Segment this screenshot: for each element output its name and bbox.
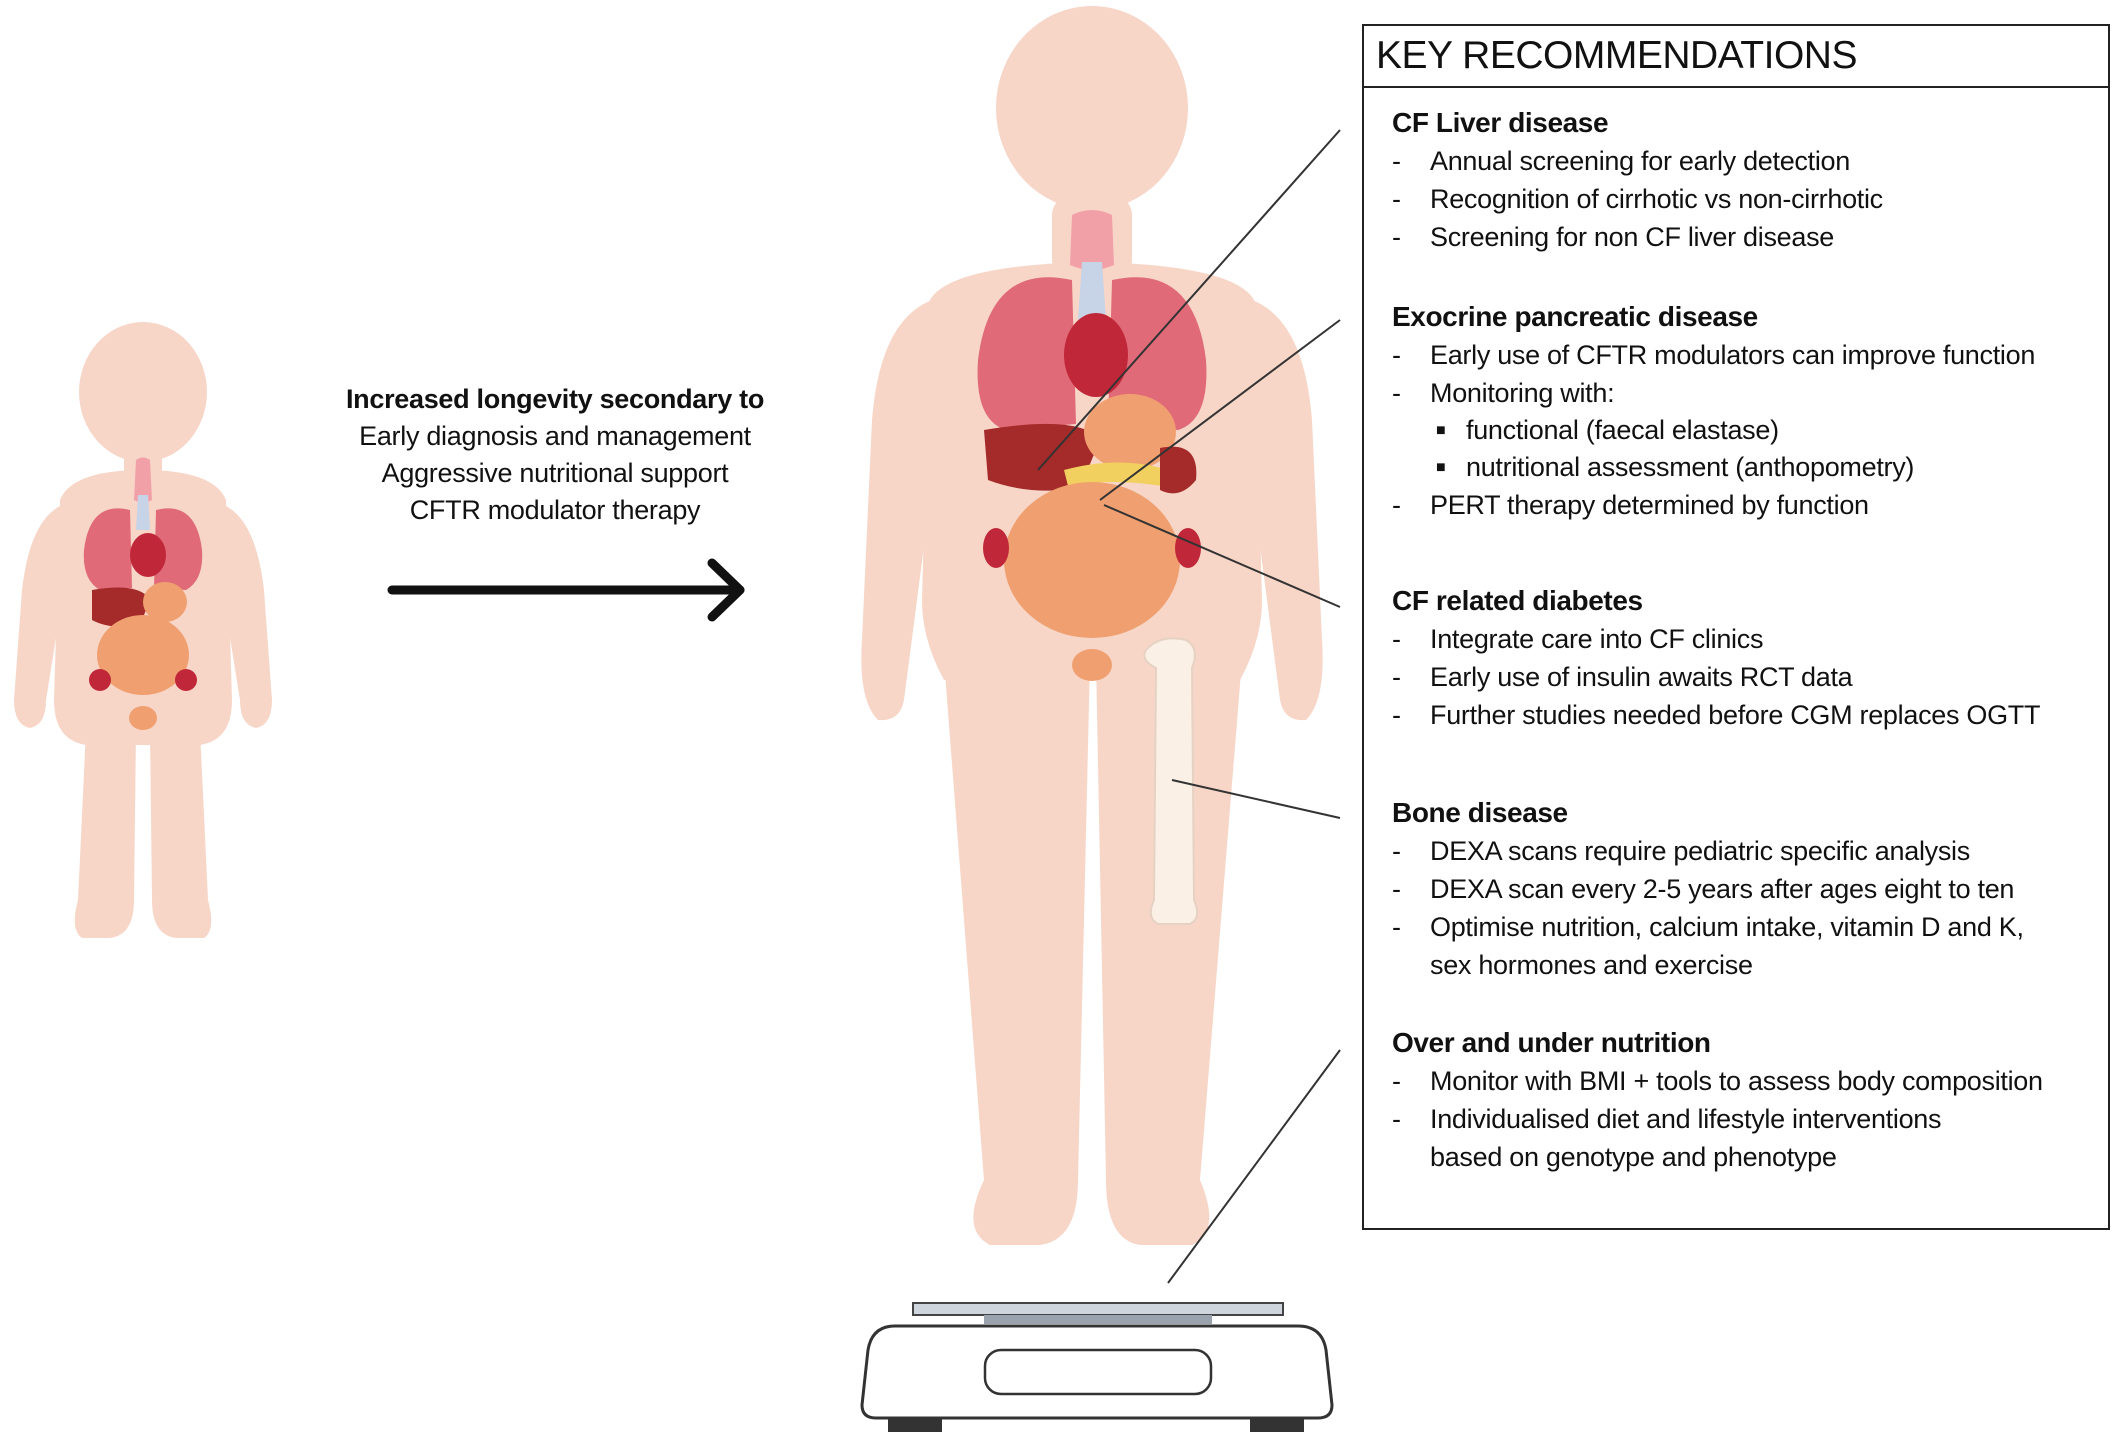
recommendation-item: -Optimise nutrition, calcium intake, vit… xyxy=(1392,912,2024,942)
recommendation-item: -Monitor with BMI + tools to assess body… xyxy=(1392,1066,2043,1096)
child-trachea xyxy=(136,495,150,530)
callout-diabetes xyxy=(1103,504,1341,608)
recommendation-item: -Further studies needed before CGM repla… xyxy=(1392,700,2041,730)
recommendation-item: -DEXA scans require pediatric specific a… xyxy=(1392,836,1970,866)
key-recommendations-box: KEY RECOMMENDATIONS CF Liver disease -An… xyxy=(1362,24,2110,1230)
recommendation-item: -Early use of insulin awaits RCT data xyxy=(1392,662,1853,692)
recommendation-subitem: ■functional (faecal elastase) xyxy=(1436,415,1779,445)
section-cf-related-diabetes: CF related diabetes -Integrate care into… xyxy=(1392,582,2107,734)
recommendation-item-continuation: based on genotype and phenotype xyxy=(1430,1142,1837,1172)
child-lung-left xyxy=(83,508,132,590)
section-over-and-under-nutrition: Over and under nutrition -Monitor with B… xyxy=(1392,1024,2107,1176)
child-intestines xyxy=(97,615,189,695)
adult-bladder xyxy=(1072,649,1112,681)
recommendation-item: -Individualised diet and lifestyle inter… xyxy=(1392,1104,1942,1134)
child-lung-right xyxy=(154,508,203,590)
recommendation-item-continuation: sex hormones and exercise xyxy=(1430,950,1753,980)
recommendation-item: -PERT therapy determined by function xyxy=(1392,490,1869,520)
section-cf-liver-disease: CF Liver disease -Annual screening for e… xyxy=(1392,104,2107,256)
callout-liver xyxy=(1037,129,1341,471)
section-exocrine-pancreatic-disease: Exocrine pancreatic disease -Early use o… xyxy=(1392,298,2107,524)
section-title: Over and under nutrition xyxy=(1392,1027,1711,1058)
adult-organs xyxy=(977,210,1207,925)
child-stomach xyxy=(143,582,187,622)
child-kidney-left xyxy=(89,669,111,691)
adult-lung-right xyxy=(1108,277,1207,430)
section-title: Bone disease xyxy=(1392,797,1568,828)
adult-femur xyxy=(1143,637,1199,925)
callout-bone xyxy=(1171,779,1341,819)
scale-plate-base xyxy=(984,1315,1212,1324)
longevity-line: CFTR modulator therapy xyxy=(409,495,701,525)
recommendation-subitem: ■nutritional assessment (anthopometry) xyxy=(1436,452,1915,482)
scale-top-plate xyxy=(912,1302,1284,1316)
scale-foot-left xyxy=(888,1418,942,1432)
scale-display xyxy=(983,1348,1213,1396)
section-title: CF Liver disease xyxy=(1392,107,1609,138)
recommendation-item: -Recognition of cirrhotic vs non-cirrhot… xyxy=(1392,184,1883,214)
section-title: Exocrine pancreatic disease xyxy=(1392,301,1758,332)
adult-kidney-right xyxy=(1175,528,1201,568)
child-thyroid xyxy=(134,457,152,503)
scale-foot-right xyxy=(1250,1418,1304,1432)
callout-pancreas xyxy=(1099,319,1341,501)
child-organs xyxy=(83,457,203,730)
callout-nutrition xyxy=(1167,1049,1341,1284)
adult-stomach xyxy=(1084,394,1176,470)
adult-spleen xyxy=(1160,446,1197,494)
recommendation-item: -Early use of CFTR modulators can improv… xyxy=(1392,340,2036,370)
recommendation-item: -Annual screening for early detection xyxy=(1392,146,1850,176)
recommendation-item: -DEXA scan every 2-5 years after ages ei… xyxy=(1392,874,2015,904)
recommendation-item: -Monitoring with: xyxy=(1392,378,1615,408)
longevity-headline: Increased longevity secondary to xyxy=(345,384,765,414)
adult-trachea xyxy=(1078,262,1106,320)
child-bladder xyxy=(129,706,157,730)
progression-arrow xyxy=(387,558,745,622)
child-kidney-right xyxy=(175,669,197,691)
longevity-text: Increased longevity secondary to Early d… xyxy=(295,380,815,529)
recommendation-item: -Integrate care into CF clinics xyxy=(1392,624,1764,654)
adult-thyroid xyxy=(1070,210,1114,270)
adult-lung-left xyxy=(977,277,1076,430)
adult-figure xyxy=(861,6,1323,1245)
longevity-line: Early diagnosis and management xyxy=(359,421,751,451)
child-heart xyxy=(130,533,166,577)
callout-lines xyxy=(1037,129,1341,1284)
recommendation-item: -Screening for non CF liver disease xyxy=(1392,222,1835,252)
child-figure xyxy=(14,322,272,938)
longevity-line: Aggressive nutritional support xyxy=(381,458,729,488)
weighing-scale xyxy=(860,1302,1334,1432)
section-title: CF related diabetes xyxy=(1392,585,1643,616)
adult-intestines xyxy=(1004,482,1180,638)
adult-kidney-left xyxy=(983,528,1009,568)
adult-heart xyxy=(1064,313,1128,397)
section-bone-disease: Bone disease -DEXA scans require pediatr… xyxy=(1392,794,2107,984)
key-recommendations-title: KEY RECOMMENDATIONS xyxy=(1364,26,2108,88)
